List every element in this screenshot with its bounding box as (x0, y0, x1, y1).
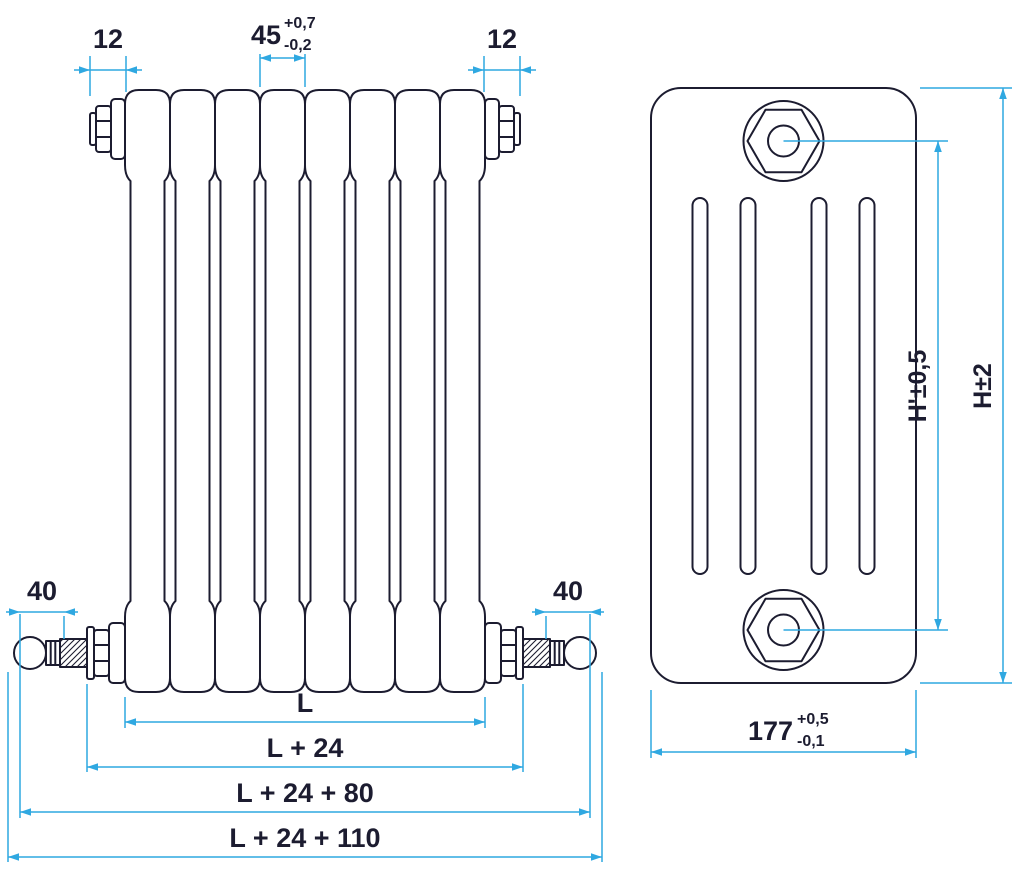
dim-length-L: L (124, 688, 486, 728)
front-radiator-elements (124, 89, 486, 693)
label-40-right: 40 (553, 576, 583, 606)
label-pitch-tol-minus: -0,2 (284, 37, 312, 54)
dim-top-left-12: 12 (74, 24, 142, 96)
label-depth-tol-minus: -0,1 (797, 733, 825, 750)
dim-length-L24-80: L + 24 + 80 (20, 778, 590, 816)
label-H-overall: H±2 (969, 363, 997, 409)
label-H-inner: H'±0,5 (904, 350, 932, 423)
dim-pitch-45: 45 +0,7 -0,2 (251, 15, 316, 87)
dim-height-inner: H'±0,5 (783, 140, 948, 631)
label-pitch-tol-plus: +0,7 (284, 15, 316, 32)
label-40-left: 40 (27, 576, 57, 606)
dim-length-L24: L + 24 (86, 684, 524, 772)
label-pitch-value: 45 (251, 20, 281, 50)
dim-depth-177: 177 +0,5 -0,1 (650, 690, 917, 758)
label-depth-tol-plus: +0,5 (797, 711, 829, 728)
label-L24-80: L + 24 + 80 (236, 778, 374, 808)
dim-top-right-12: 12 (468, 24, 536, 96)
side-view (650, 87, 917, 684)
label-L24-110: L + 24 + 110 (229, 823, 380, 853)
label-dim-12-right: 12 (487, 24, 517, 54)
dim-tail-right-40: 40 (532, 576, 604, 818)
side-body (650, 87, 917, 684)
valve-bottom-left (13, 622, 126, 684)
dim-length-L24-110: L + 24 + 110 (7, 672, 603, 862)
valve-bottom-right (484, 622, 597, 684)
side-grooves (691, 197, 876, 575)
label-dim-12-left: 12 (93, 24, 123, 54)
dimensions: 12 45 +0,7 -0,2 12 40 (6, 15, 1012, 862)
plug-top-left (89, 98, 126, 160)
label-depth-value: 177 (748, 716, 793, 746)
front-view (13, 89, 597, 693)
label-L: L (297, 688, 314, 718)
dim-tail-left-40: 40 (6, 576, 78, 818)
label-L24: L + 24 (267, 733, 344, 763)
plug-top-right (484, 98, 521, 160)
dim-height-overall: H±2 (920, 87, 1012, 684)
